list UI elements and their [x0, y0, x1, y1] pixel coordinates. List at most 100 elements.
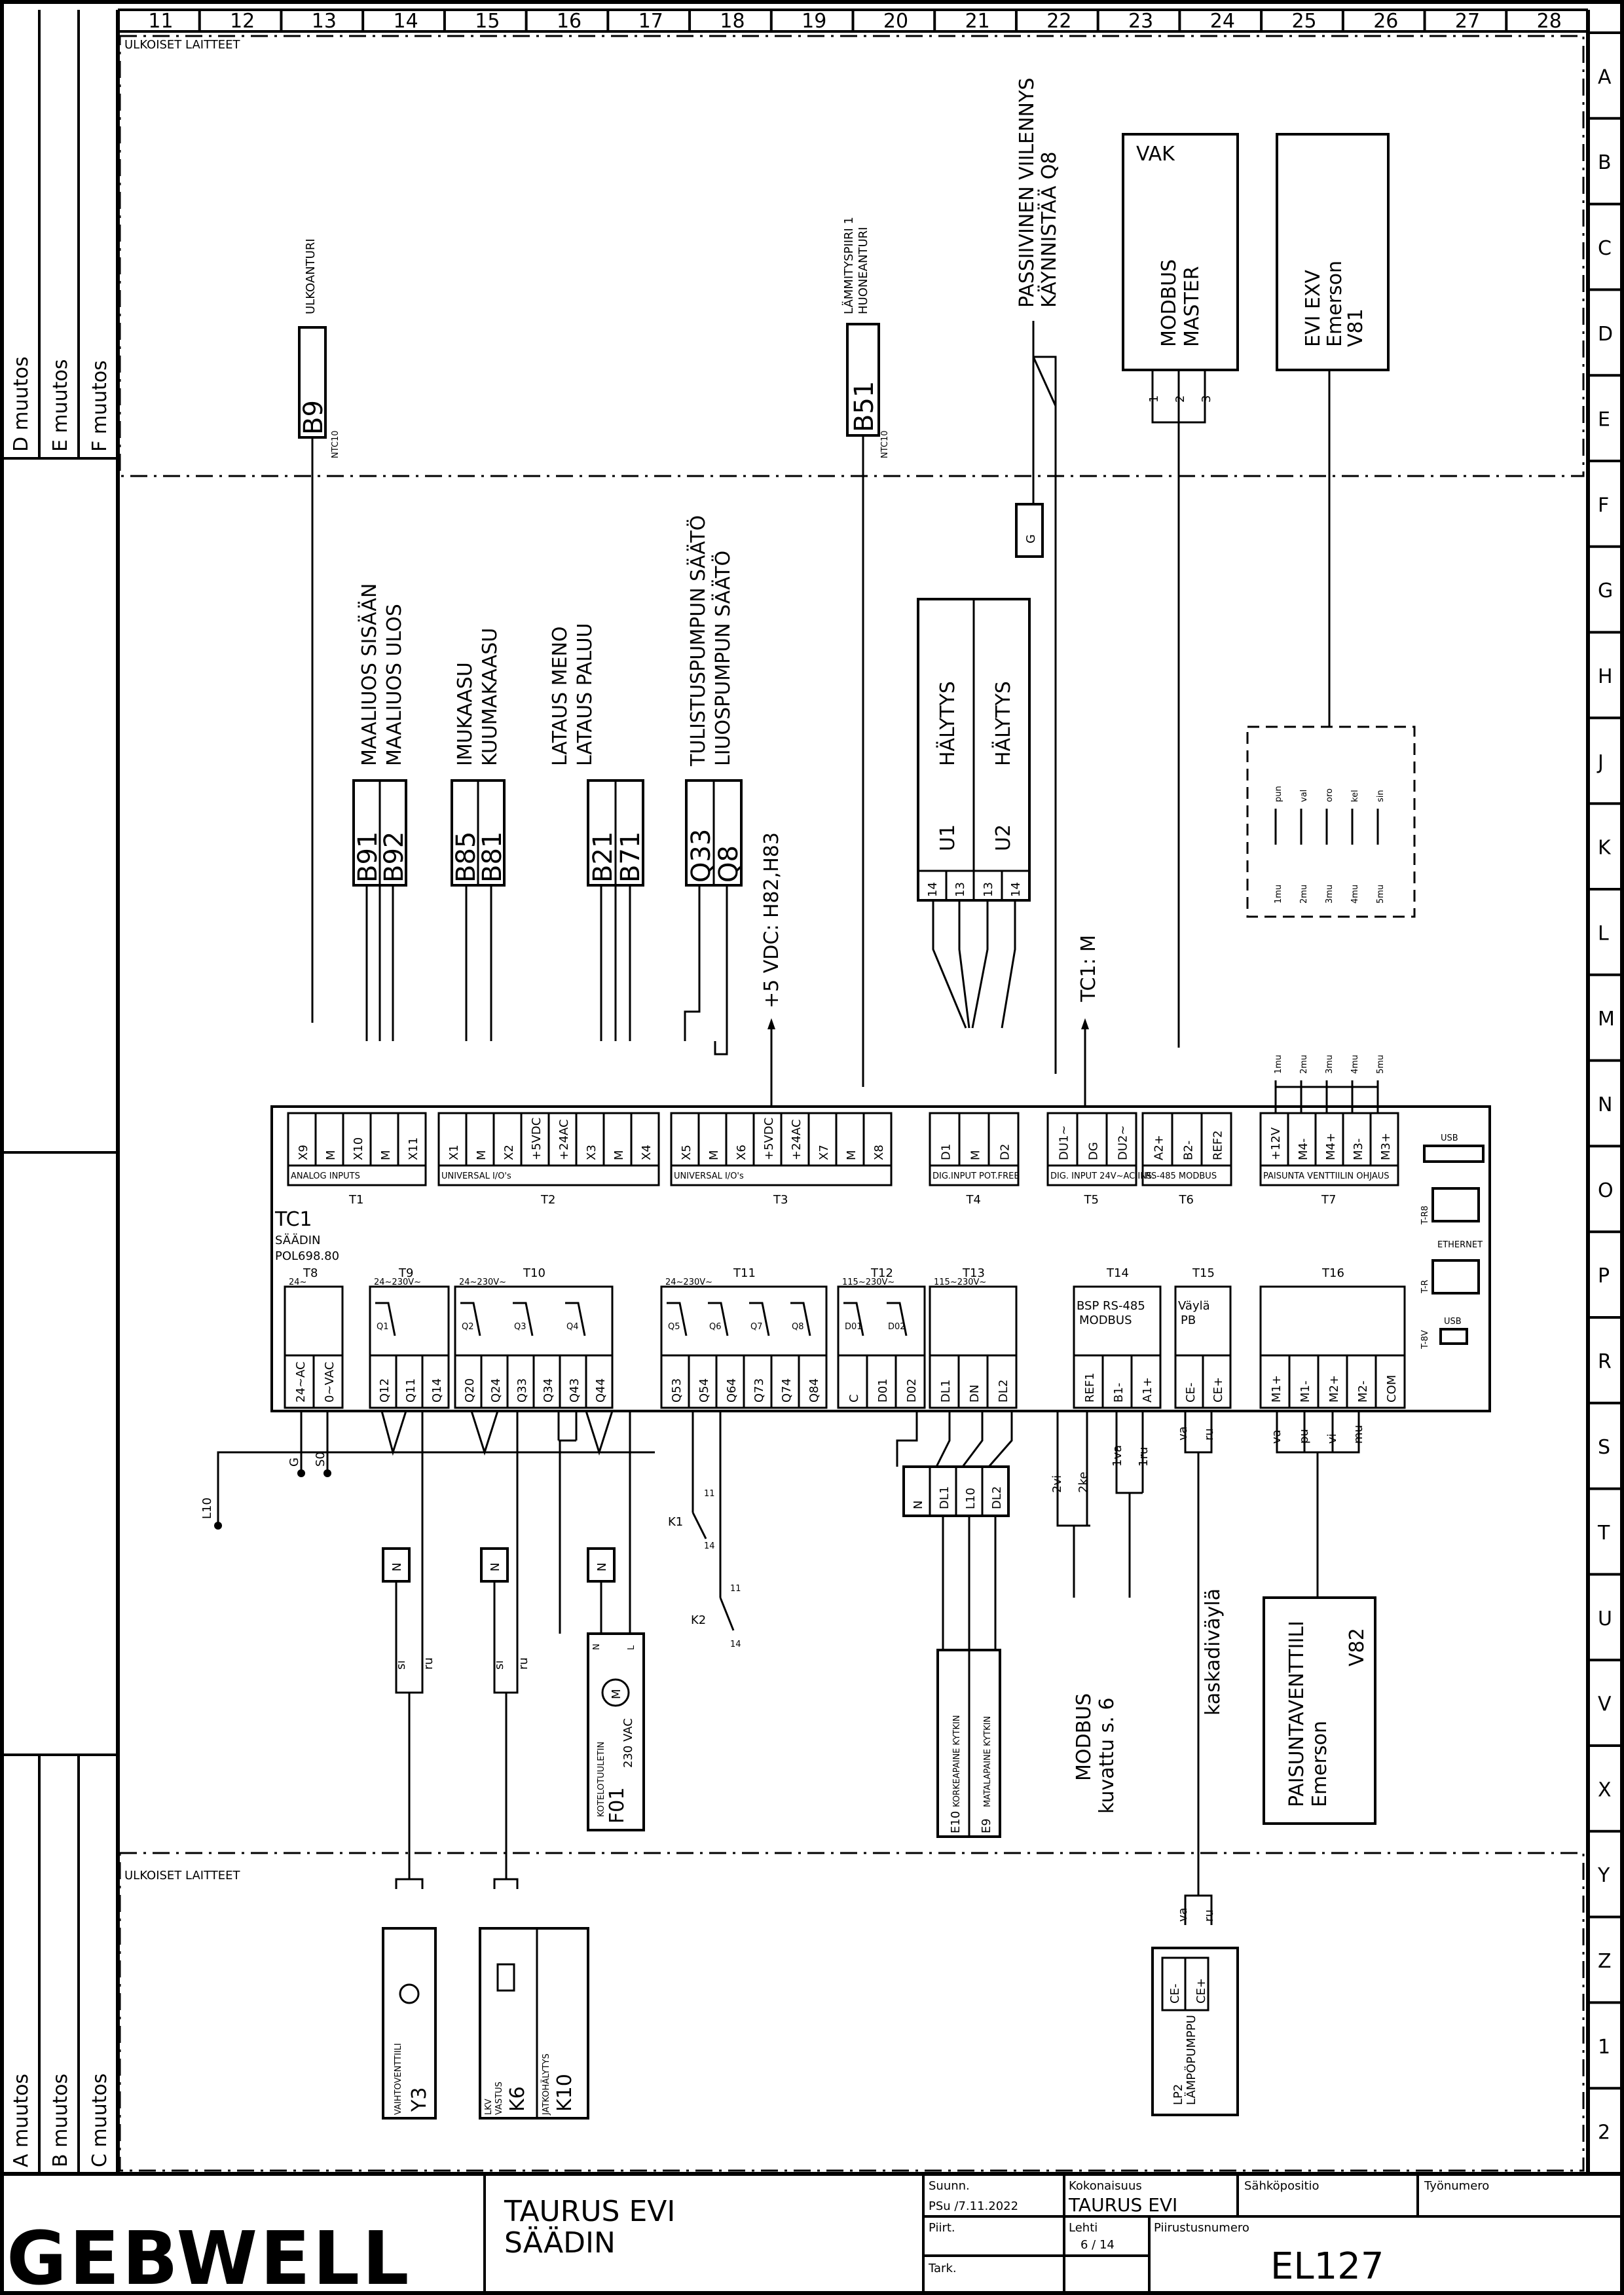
row-label: R [1598, 1350, 1612, 1373]
svg-text:N: N [390, 1563, 404, 1571]
usb-port [1423, 1145, 1485, 1163]
valve-mu-label: 3mu [1325, 1055, 1335, 1074]
row-label: E [1598, 409, 1610, 431]
terminal-block-t6 [1141, 1112, 1232, 1186]
terminal-caption: DIG. INPUT 24V~AC INS. [1050, 1171, 1154, 1181]
terminal-pin: Q54 [697, 1378, 711, 1403]
terminal-pin: DL2 [997, 1380, 1010, 1403]
terminal-pin: M [969, 1150, 983, 1160]
controller-tc1 [270, 1105, 1491, 1412]
terminal-caption: RS-485 MODBUS [1145, 1171, 1217, 1181]
svg-text:2vi: 2vi [1050, 1475, 1064, 1493]
svg-text:14: 14 [730, 1640, 741, 1649]
terminal-pin: Q24 [489, 1378, 503, 1403]
svg-text:M: M [610, 1689, 623, 1699]
terminal-pin: M1- [1299, 1381, 1312, 1403]
column-label: 19 [802, 10, 826, 33]
rev-f: F muutos [88, 360, 111, 452]
relay-label: Q5 [668, 1322, 680, 1332]
evi-line3: V81 [1344, 308, 1367, 347]
l10-bus [217, 1451, 655, 1526]
svg-text:Y3: Y3 [408, 2087, 431, 2112]
b9-tag: B9 [299, 400, 329, 435]
svg-text:LP2: LP2 [1172, 2084, 1185, 2105]
terminal-pin: 0~VAC [323, 1362, 337, 1403]
terminal-pin: B2- [1182, 1141, 1196, 1160]
svg-text:LKV: LKV [484, 2099, 494, 2115]
rev-a: A muutos [10, 2074, 33, 2167]
column-label: 18 [720, 10, 745, 33]
column-label: 28 [1537, 10, 1562, 33]
ethernet-label: ETHERNET [1437, 1240, 1483, 1250]
passive-g: G [1024, 534, 1038, 543]
terminal-name: T5 [1084, 1193, 1099, 1207]
svg-text:B92: B92 [379, 832, 409, 883]
external-zone-bottom-label: ULKOISET LAITTEET [124, 1869, 240, 1882]
svg-text:Suunn.: Suunn. [929, 2179, 970, 2193]
svg-text:KOTELOTUULETIN: KOTELOTUULETIN [597, 1742, 606, 1817]
valve-wire-label: pun [1274, 786, 1283, 802]
svg-text:V82: V82 [1346, 1628, 1369, 1666]
alarm-u2-label: HÄLYTYS [991, 681, 1015, 766]
terminal-pin: Q73 [752, 1378, 766, 1403]
rev-c: C muutos [88, 2074, 111, 2167]
relay-label: Q4 [566, 1322, 579, 1332]
svg-text:Q33: Q33 [686, 829, 716, 883]
vak-pin3: 3 [1200, 395, 1213, 403]
column-label: 13 [312, 10, 337, 33]
terminal-pin: +24AC [790, 1119, 803, 1160]
terminal-pin: M [612, 1150, 626, 1160]
svg-text:CE+: CE+ [1194, 1978, 1208, 2004]
svg-text:B91: B91 [353, 832, 383, 883]
sensor-b51 [846, 323, 880, 437]
controller-name: TC1 [274, 1208, 312, 1231]
svg-text:K10: K10 [553, 2074, 576, 2112]
svg-text:VASTUS: VASTUS [494, 2082, 504, 2115]
terminal-block-t16 [1259, 1285, 1406, 1409]
svg-text:kaskadiväylä: kaskadiväylä [1202, 1588, 1225, 1716]
svg-text:Piirustusnumero: Piirustusnumero [1154, 2221, 1249, 2235]
svg-text:IMUKAASU: IMUKAASU [454, 662, 477, 766]
relay-label: D01 [845, 1322, 862, 1332]
svg-text:PAISUNTAVENTTIILI: PAISUNTAVENTTIILI [1285, 1621, 1308, 1807]
svg-text:ru: ru [517, 1657, 530, 1670]
terminal-name: T14 [1106, 1266, 1129, 1280]
evi-line1: EVI EXV [1302, 270, 1325, 347]
terminal-name: T1 [348, 1193, 363, 1207]
column-label: 15 [475, 10, 500, 33]
svg-text:K1: K1 [668, 1515, 683, 1529]
vak-title: VAK [1136, 143, 1175, 166]
vak-line2: MASTER [1181, 266, 1204, 347]
svg-text:LATAUS PALUU: LATAUS PALUU [574, 623, 597, 766]
terminal-sub: 115~230V~ [842, 1277, 895, 1287]
valve-mu-label: 1mu [1274, 885, 1283, 904]
column-label: 11 [148, 10, 173, 33]
svg-text:ru: ru [1202, 1909, 1216, 1922]
k6-resistor: LKV VASTUS K6 JATKOHÄLYTYS K10 [479, 1927, 589, 2120]
column-label: 14 [394, 10, 418, 33]
row-label: F [1598, 494, 1609, 517]
svg-text:LATAUS MENO: LATAUS MENO [549, 626, 572, 766]
svg-text:va: va [1270, 1429, 1283, 1444]
t16-wiring: va pu vi mu PAISUNTAVENTTIILI Emerson V8… [1263, 1411, 1376, 1825]
g-label: G [287, 1458, 301, 1467]
pressure-switch-wiring: N DL1 L10 DL2 KORKEAPAINE KYTKIN MATALAP… [896, 1411, 1013, 1838]
t-8v-label: T-8V [1420, 1330, 1430, 1349]
terminal-sub: Väylä [1178, 1299, 1210, 1313]
terminal-block-t1 [287, 1112, 427, 1186]
terminal-pin: X4 [640, 1145, 654, 1160]
svg-text:va: va [1176, 1426, 1190, 1441]
svg-text:JATKOHÄLYTYS: JATKOHÄLYTYS [541, 2053, 551, 2116]
terminal-pin: D02 [905, 1378, 919, 1403]
valve-color-block [1246, 725, 1416, 918]
alarm-pin: 13 [982, 882, 995, 897]
terminal-pin: X2 [502, 1145, 516, 1160]
svg-text:mu: mu [1352, 1425, 1365, 1444]
terminal-caption: UNIVERSAL I/O's [674, 1171, 744, 1181]
external-zone-top [119, 35, 1585, 477]
row-label: U [1598, 1607, 1612, 1630]
terminal-pin: X6 [735, 1145, 748, 1160]
alarm-u1-label: HÄLYTYS [936, 681, 959, 766]
row-label: X [1598, 1778, 1612, 1801]
